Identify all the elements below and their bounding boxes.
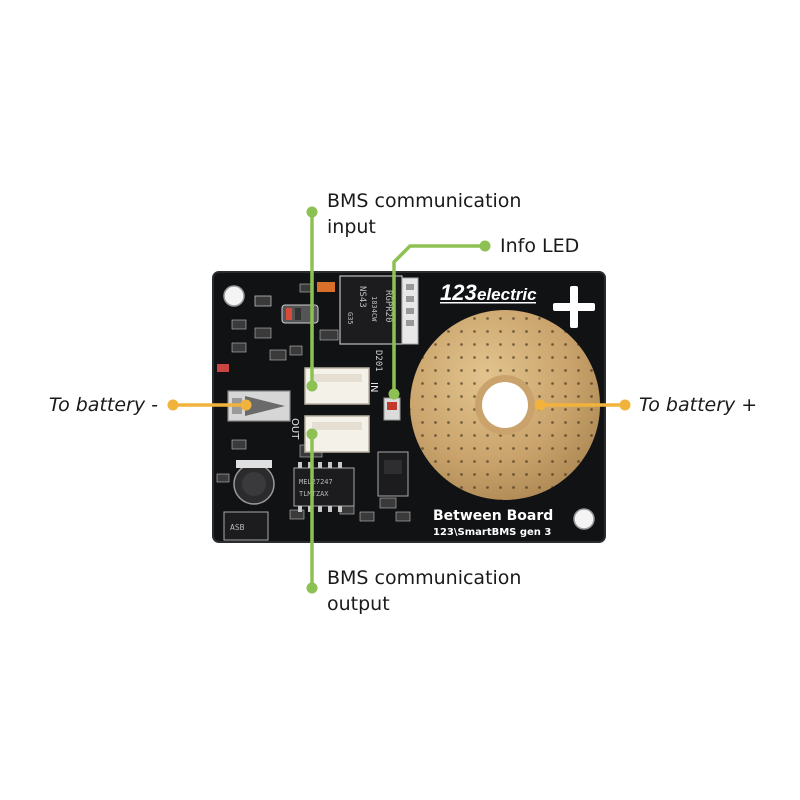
capacitor [233, 460, 275, 505]
callout-comm-input-line1: BMS communication [327, 190, 522, 212]
leader-info-led [392, 244, 487, 396]
leader-lines [171, 210, 627, 590]
brand-logo: 123 electric [440, 280, 537, 305]
callout-comm-output-line2: output [327, 593, 390, 615]
info-led [383, 397, 401, 421]
callout-comm-output-line1: BMS communication [327, 567, 522, 589]
callout-battery-plus: To battery + [639, 394, 758, 416]
svg-text:1834CW: 1834CW [370, 296, 378, 322]
plus-sign-icon [553, 286, 595, 328]
mosfet [377, 451, 409, 497]
svg-text:NS43: NS43 [357, 286, 367, 308]
mounting-hole-bottom-right [573, 508, 595, 530]
board-model: 123\SmartBMS gen 3 [433, 527, 551, 538]
callout-battery-minus: To battery - [48, 394, 158, 416]
svg-text:RGPR20: RGPR20 [383, 290, 393, 323]
svg-text:electric: electric [477, 285, 537, 304]
led-ref-silk: D201 [373, 350, 383, 372]
leader-dots [167, 206, 631, 594]
board-name: Between Board [433, 508, 553, 524]
silk-in: IN [368, 382, 379, 392]
mounting-hole-top-left [223, 285, 245, 307]
svg-text:ASB: ASB [230, 523, 245, 532]
svg-text:MEL27247: MEL27247 [299, 478, 333, 486]
svg-text:TLMTZAX: TLMTZAX [299, 490, 329, 498]
callout-comm-output: BMS communication output [327, 565, 521, 617]
opto-chip: MEL27247 TLMTZAX [293, 462, 355, 512]
svg-text:G35: G35 [346, 312, 354, 325]
svg-text:123: 123 [440, 280, 477, 305]
callout-info-led: Info LED [500, 235, 580, 257]
silk-out: OUT [289, 418, 300, 440]
header-connector [401, 277, 419, 345]
ic-chip-small: ASB [223, 511, 269, 541]
callout-comm-input-line2: input [327, 216, 376, 238]
callout-comm-input: BMS communication input [327, 188, 521, 240]
